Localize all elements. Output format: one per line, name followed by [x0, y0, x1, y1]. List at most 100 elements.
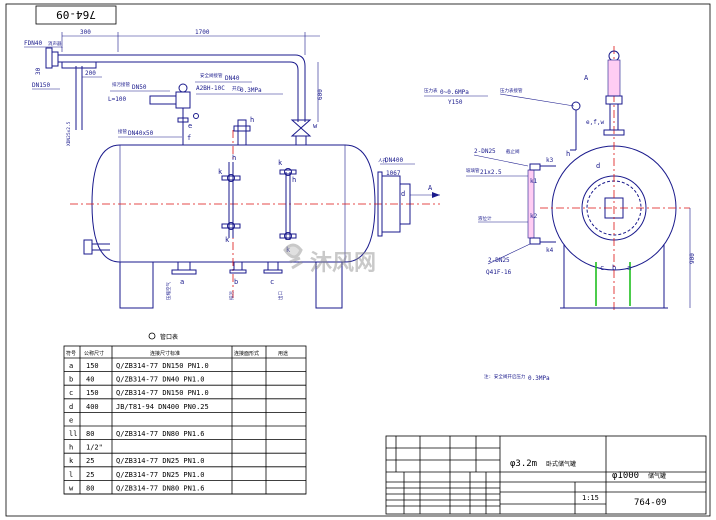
dn40x50-label: DN40x50 — [128, 130, 154, 137]
front-label-k1: k — [218, 168, 223, 176]
svg-text:液位计: 液位计 — [478, 215, 492, 222]
side-label-h: h — [566, 150, 570, 158]
safety-valve-e: e — [149, 83, 192, 145]
svg-text:安全阀接管: 安全阀接管 — [200, 72, 223, 79]
drawing-title-suffix: 卧式储气罐 — [546, 460, 576, 468]
front-label-h1: h — [232, 154, 236, 162]
efw-label: e,f,w — [586, 119, 604, 126]
table-cell-size: 1/2" — [86, 444, 103, 452]
sheet-tag-box: 764-09 — [35, 5, 117, 25]
table-cell-standard: JB/T81-94 DN400 PN0.25 — [116, 403, 209, 411]
table-cell-standard: Q/ZB314-77 DN80 PN1.6 — [116, 430, 205, 438]
dim-200: 200 — [85, 70, 96, 77]
side-label-b: b — [612, 264, 616, 272]
y150-label: Y150 — [448, 99, 463, 106]
front-view: d A 人孔 DN400 1067 w FDN40 消声器 DN150 30 X… — [24, 29, 440, 309]
table-header-row: 符号 公称尺寸 连接尺寸标准 连接面形式 用途 — [66, 350, 288, 357]
table-cell-symbol: l — [69, 471, 73, 479]
front-label-f: f — [187, 134, 191, 142]
svg-text:压缩空气: 压缩空气 — [165, 282, 172, 300]
q41f-label: Q41F-16 — [486, 269, 512, 276]
glass-tube-label: 21x2.5 — [480, 169, 502, 176]
svg-text:注: 安全阀开启压力: 注: 安全阀开启压力 — [484, 373, 526, 380]
table-cell-standard: Q/ZB314-77 DN25 PN1.0 — [116, 471, 205, 479]
side-label-d: d — [596, 162, 600, 170]
dim-600: 600 — [317, 89, 324, 100]
dn25-label-1: 2-DN25 — [474, 148, 496, 155]
fdn40-label: FDN40 — [24, 40, 42, 47]
front-label-d: d — [401, 190, 405, 198]
drawing-title-prefix: φ3.2m — [510, 459, 537, 469]
front-label-w: w — [313, 122, 318, 130]
table-cell-symbol: h — [69, 444, 73, 452]
side-label-k3: k3 — [546, 157, 554, 164]
table-cell-size: 40 — [86, 376, 94, 384]
support-right — [315, 261, 343, 309]
sheet-tag: 764-09 — [56, 8, 96, 21]
brand-watermark: 沐风网 — [310, 251, 376, 276]
col-use: 用途 — [278, 350, 288, 357]
svg-text:排污接管: 排污接管 — [112, 81, 130, 88]
dim-1067: 1067 — [386, 170, 401, 177]
svg-text:排污: 排污 — [228, 291, 235, 300]
table-cell-size: 150 — [86, 389, 99, 397]
front-label-a: a — [180, 278, 184, 286]
a2bh-label: A2BH-10C — [196, 85, 225, 92]
table-cell-standard: Q/ZB314-77 DN150 PN1.0 — [116, 362, 209, 370]
table-cell-standard: Q/ZB314-77 DN80 PN1.6 — [116, 484, 205, 492]
svg-text:压力表: 压力表 — [424, 87, 438, 94]
drawing-number: 764-09 — [634, 498, 667, 508]
dn25-label-2: 2-DN25 — [488, 257, 510, 264]
watermark: 沐风网 — [283, 243, 376, 276]
front-label-c: c — [270, 278, 274, 286]
mpa-label: 0.3MPa — [240, 87, 262, 94]
table-cell-symbol: b — [69, 376, 73, 384]
table-cell-symbol: e — [69, 416, 73, 424]
table-cell-symbol: ll — [69, 430, 77, 438]
support-left — [119, 261, 154, 309]
valve-w: w — [290, 119, 318, 146]
side-level-gauge: k3 k4 k1 k2 h — [527, 150, 570, 254]
dim-30: 30 — [35, 67, 42, 75]
table-cell-size: 25 — [86, 457, 94, 465]
dim-900: 900 — [689, 253, 696, 264]
svg-text:消声器: 消声器 — [48, 40, 62, 47]
col-size: 公称尺寸 — [84, 350, 104, 357]
svg-text:人孔: 人孔 — [378, 157, 387, 164]
pressure-gauge — [570, 101, 581, 151]
dn50-label: DN50 — [132, 84, 147, 91]
dn400-label: DN400 — [385, 157, 403, 164]
title-grid — [386, 436, 500, 514]
top-pipe — [58, 54, 306, 122]
side-safety-valve: A e,f,w — [584, 50, 625, 136]
side-label-a: a — [627, 264, 631, 272]
level-gauge-left: k k h — [218, 154, 241, 244]
col-sym: 符号 — [66, 350, 76, 357]
scale-value: 1:15 — [582, 494, 599, 502]
front-label-b: b — [234, 278, 238, 286]
table-cell-symbol: w — [69, 484, 74, 492]
table-cell-size: 80 — [86, 430, 94, 438]
table-cell-standard: Q/ZB314-77 DN25 PN1.0 — [116, 457, 205, 465]
side-label-a-top: A — [584, 74, 589, 82]
spec-title-suffix: 储气罐 — [648, 472, 666, 480]
side-view: c b a d A e,f,w 压力表 0~0.6MPa Y150 压力表接管 — [424, 46, 696, 382]
col-std: 连接尺寸标准 — [150, 350, 180, 357]
dn40-label: DN40 — [225, 75, 240, 82]
table-cell-size: 400 — [86, 403, 99, 411]
svg-text:玻璃管: 玻璃管 — [466, 167, 480, 174]
spec-title-prefix: φ1000 — [612, 471, 639, 481]
table-cell-symbol: d — [69, 403, 73, 411]
table-cell-standard: Q/ZB314-77 DN40 PN1.0 — [116, 376, 205, 384]
side-label-k2: k2 — [530, 213, 538, 220]
side-label-k1: k1 — [530, 178, 538, 185]
table-cell-symbol: a — [69, 362, 73, 370]
table-cell-size: 150 — [86, 362, 99, 370]
front-label-h3: h — [250, 116, 254, 124]
gauge-range-label: 0~0.6MPa — [440, 89, 469, 96]
dim-300: 300 — [80, 29, 91, 36]
dim-1700: 1700 — [195, 29, 210, 36]
